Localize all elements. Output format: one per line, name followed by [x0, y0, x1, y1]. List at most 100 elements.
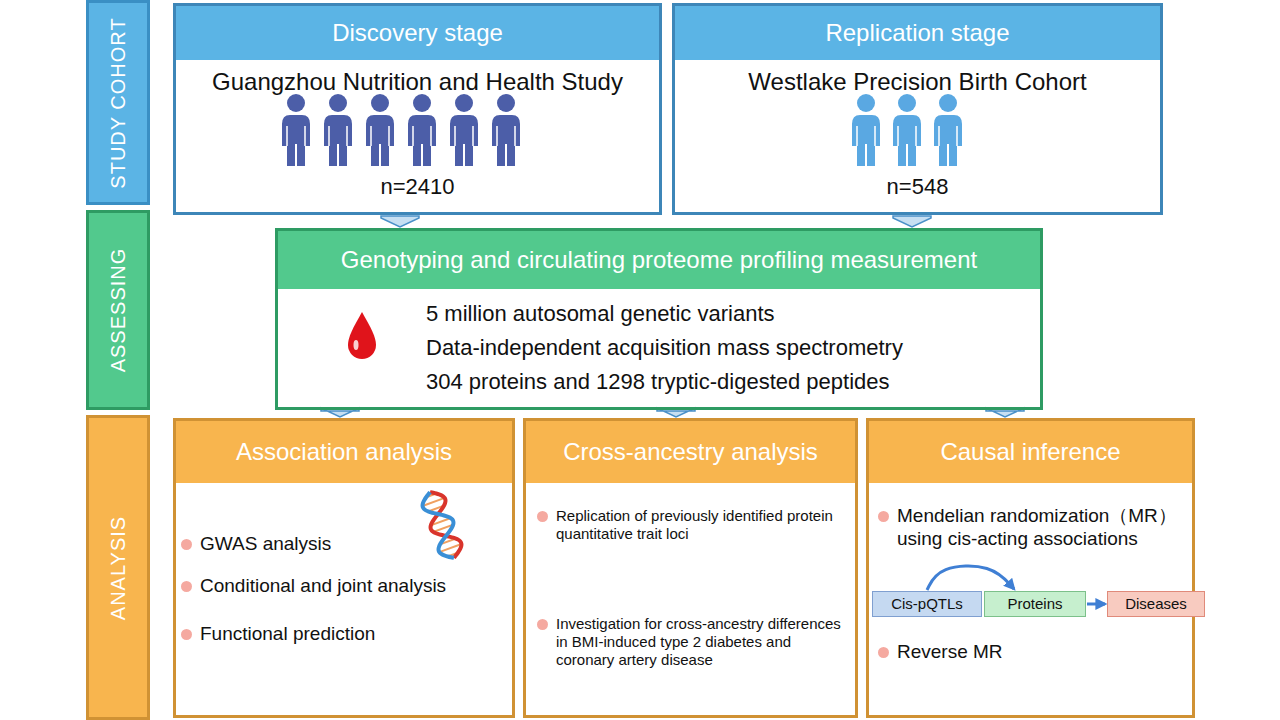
box-heading: Genotyping and circulating proteome prof…: [278, 231, 1040, 289]
analysis-box: Association analysisGWAS analysisConditi…: [173, 418, 515, 718]
curved-arrow: [927, 566, 1014, 590]
person-leg-gap: [337, 144, 339, 166]
person-leg-gap: [379, 144, 381, 166]
cohort-box: Replication stageWestlake Precision Birt…: [672, 3, 1163, 215]
person-leg-gap: [906, 144, 908, 166]
section-band: STUDY COHORT: [86, 0, 150, 205]
person-head: [287, 94, 305, 112]
box-heading: Association analysis: [176, 421, 512, 483]
person-body: [366, 115, 394, 166]
box-text: n=2410: [176, 174, 659, 200]
bullet-dot: [537, 511, 548, 522]
box-heading: Replication stage: [675, 6, 1160, 60]
person-leg-gap: [421, 144, 423, 166]
box-label: Cis-pQTLs: [873, 592, 981, 616]
person-arm-gap: [346, 126, 348, 146]
drop-highlight: [354, 340, 359, 350]
bullet-text: Conditional and joint analysis: [200, 575, 512, 598]
person-head: [455, 94, 473, 112]
person-leg-gap: [865, 144, 867, 166]
box-heading: Cross-ancestry analysis: [526, 421, 855, 483]
box-text: n=548: [675, 174, 1160, 200]
person-arm-gap: [454, 126, 456, 146]
box-text: Westlake Precision Birth Cohort: [675, 68, 1160, 97]
person-arm-gap: [304, 126, 306, 146]
blood-drop: [348, 312, 376, 359]
person-body: [492, 115, 520, 166]
box-text: Guangzhou Nutrition and Health Study: [176, 68, 659, 97]
person-arm-gap: [938, 126, 940, 146]
person-body: [893, 115, 921, 166]
person-body: [852, 115, 880, 166]
bullet-text: Functional prediction: [200, 623, 512, 646]
box-text: Data-independent acquisition mass spectr…: [426, 335, 1036, 361]
person-arm-gap: [915, 126, 917, 146]
person-arm-gap: [856, 126, 858, 146]
person-body: [450, 115, 478, 166]
person-icons: [282, 94, 962, 166]
person-body: [324, 115, 352, 166]
bullet-dot: [878, 647, 889, 658]
bullet-dot: [181, 629, 192, 640]
person-head: [329, 94, 347, 112]
dna-strand: [419, 488, 465, 562]
analysis-box: Cross-ancestry analysisReplication of pr…: [523, 418, 858, 718]
flow-box: Cis-pQTLs: [872, 591, 982, 617]
band-label: ASSESSING: [106, 248, 130, 373]
person-arm-gap: [370, 126, 372, 146]
person-head: [371, 94, 389, 112]
person-leg-gap: [295, 144, 297, 166]
person-arm-gap: [956, 126, 958, 146]
person-arm-gap: [874, 126, 876, 146]
bullet-text: Replication of previously identified pro…: [556, 507, 846, 543]
blood-drop-shape: [348, 312, 376, 359]
person-arm-gap: [496, 126, 498, 146]
box-heading: Causal inference: [869, 421, 1192, 483]
box-heading: Discovery stage: [176, 6, 659, 60]
cohort-box: Discovery stageGuangzhou Nutrition and H…: [173, 3, 662, 215]
person-leg-gap: [463, 144, 465, 166]
bullet-dot: [537, 619, 548, 630]
analysis-box: Causal inferenceMendelian randomization（…: [866, 418, 1195, 718]
person-body: [282, 115, 310, 166]
person-arm-gap: [388, 126, 390, 146]
person-arm-gap: [412, 126, 414, 146]
dna-strand: [419, 488, 465, 562]
band-label: ANALYSIS: [106, 515, 130, 619]
person-arm-gap: [472, 126, 474, 146]
bullet-text: GWAS analysis: [200, 533, 512, 556]
person-arm-gap: [328, 126, 330, 146]
block-arrow: [381, 216, 419, 227]
block-arrow: [893, 216, 931, 227]
flow-box: Proteins: [984, 591, 1086, 617]
person-leg-gap: [947, 144, 949, 166]
flow-arrow: [1087, 603, 1105, 606]
box-text: 5 million autosomal genetic variants: [426, 301, 1036, 327]
person-body: [408, 115, 436, 166]
box-text: 304 proteins and 1298 tryptic-digested p…: [426, 369, 1036, 395]
person-arm-gap: [430, 126, 432, 146]
bullet-text: Mendelian randomization（MR） using cis-ac…: [897, 505, 1191, 551]
person-head: [497, 94, 515, 112]
bullet-dot: [878, 511, 889, 522]
person-head: [857, 94, 875, 112]
band-label: STUDY COHORT: [106, 17, 130, 188]
person-arm-gap: [514, 126, 516, 146]
bullet-dot: [181, 539, 192, 550]
person-head: [939, 94, 957, 112]
person-arm-gap: [897, 126, 899, 146]
person-arm-gap: [286, 126, 288, 146]
box-label: Diseases: [1108, 592, 1204, 616]
flow-box: Diseases: [1107, 591, 1205, 617]
box-label: Proteins: [985, 592, 1085, 616]
person-body: [934, 115, 962, 166]
person-head: [898, 94, 916, 112]
dna-icon: [419, 488, 465, 562]
bullet-dot: [181, 581, 192, 592]
section-band: ASSESSING: [86, 210, 150, 410]
bullet-text: Reverse MR: [897, 641, 1191, 664]
section-band: ANALYSIS: [86, 415, 150, 720]
person-head: [413, 94, 431, 112]
bullet-text: Investigation for cross-ancestry differe…: [556, 615, 846, 669]
